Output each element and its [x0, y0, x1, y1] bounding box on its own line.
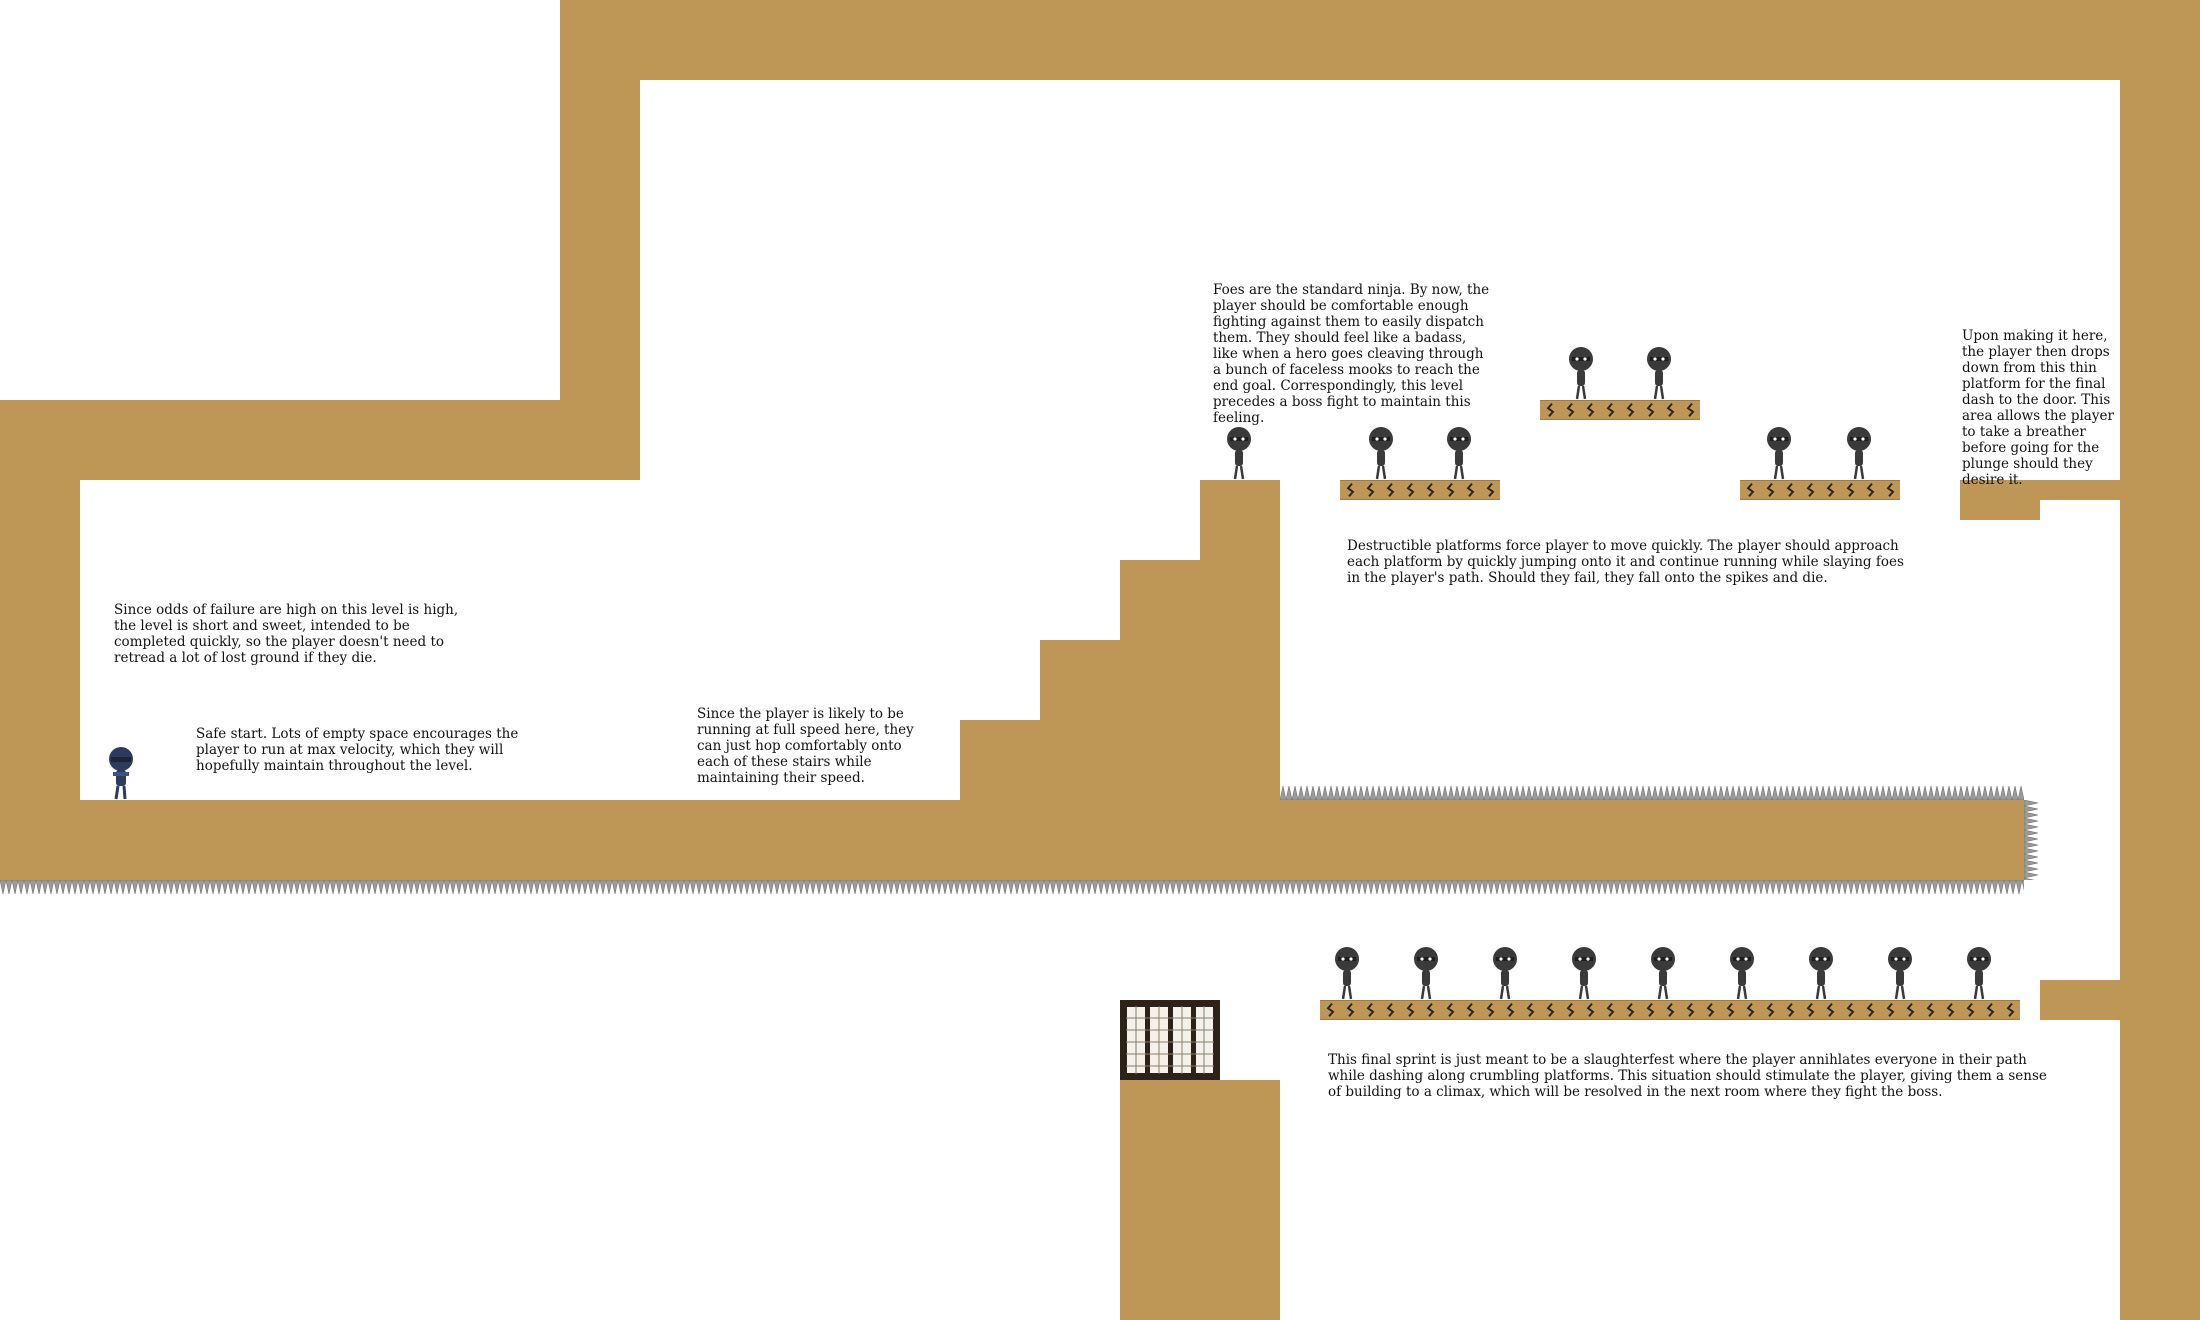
enemy-ninja-icon	[1730, 947, 1754, 1000]
enemy-ninja[interactable]	[1332, 946, 1362, 1000]
right-wall	[2120, 0, 2200, 1320]
enemy-ninja-icon	[1447, 427, 1471, 480]
enemy-ninja[interactable]	[1727, 946, 1757, 1000]
note-final: This final sprint is just meant to be a …	[1328, 1052, 2047, 1100]
spike-row-side	[2024, 800, 2038, 880]
shoji-door-icon	[1125, 1005, 1215, 1075]
main-floor	[0, 800, 2024, 880]
enemy-ninja[interactable]	[1764, 426, 1794, 480]
note-safe-start: Safe start. Lots of empty space encourag…	[196, 726, 519, 774]
enemy-ninja[interactable]	[1844, 426, 1874, 480]
enemy-ninja[interactable]	[1806, 946, 1836, 1000]
stair-step-4	[1200, 480, 1280, 800]
enemy-ninja-icon	[1888, 947, 1912, 1000]
door-pillar	[1120, 1080, 1280, 1320]
ceiling-top	[560, 0, 2200, 80]
note-upon: Upon making it here, the player then dro…	[1962, 328, 2114, 488]
player-ninja[interactable]	[106, 746, 136, 800]
player-ninja-icon	[109, 747, 133, 800]
enemy-ninja[interactable]	[1885, 946, 1915, 1000]
crumbling-platform	[1340, 480, 1500, 500]
enemy-ninja-icon	[1493, 947, 1517, 1000]
enemy-ninja-icon	[1414, 947, 1438, 1000]
enemy-ninja-icon	[1647, 347, 1671, 400]
enemy-ninja[interactable]	[1566, 346, 1596, 400]
note-failure: Since odds of failure are high on this l…	[114, 602, 459, 666]
enemy-ninja[interactable]	[1411, 946, 1441, 1000]
note-foes: Foes are the standard ninja. By now, the…	[1213, 282, 1490, 426]
enemy-ninja[interactable]	[1648, 946, 1678, 1000]
enemy-ninja[interactable]	[1490, 946, 1520, 1000]
enemy-ninja[interactable]	[1644, 346, 1674, 400]
enemy-ninja-icon	[1572, 947, 1596, 1000]
enemy-ninja-icon	[1967, 947, 1991, 1000]
enemy-ninja[interactable]	[1964, 946, 1994, 1000]
enemy-ninja-icon	[1651, 947, 1675, 1000]
spike-row-under-floor	[0, 880, 2024, 894]
enemy-ninja-icon	[1335, 947, 1359, 1000]
crumbling-platform	[1740, 480, 1900, 500]
enemy-ninja-icon	[1847, 427, 1871, 480]
enemy-ninja-icon	[1569, 347, 1593, 400]
enemy-ninja[interactable]	[1444, 426, 1474, 480]
exit-door[interactable]	[1120, 1000, 1220, 1080]
enemy-ninja[interactable]	[1366, 426, 1396, 480]
enemy-ninja[interactable]	[1569, 946, 1599, 1000]
note-stairs: Since the player is likely to be running…	[697, 706, 914, 786]
crumbling-platform-long	[1320, 1000, 2020, 1020]
upper-right-ledge-block	[1960, 480, 2040, 520]
crumbling-platform	[1540, 400, 1700, 420]
enemy-ninja-icon	[1227, 427, 1251, 480]
note-destructible: Destructible platforms force player to m…	[1347, 538, 1904, 586]
lower-right-ledge	[2040, 980, 2120, 1020]
ceiling-left	[0, 400, 640, 480]
enemy-ninja-icon	[1767, 427, 1791, 480]
enemy-ninja-icon	[1369, 427, 1393, 480]
enemy-ninja[interactable]	[1224, 426, 1254, 480]
spike-row-top	[1280, 786, 2024, 800]
enemy-ninja-icon	[1809, 947, 1833, 1000]
